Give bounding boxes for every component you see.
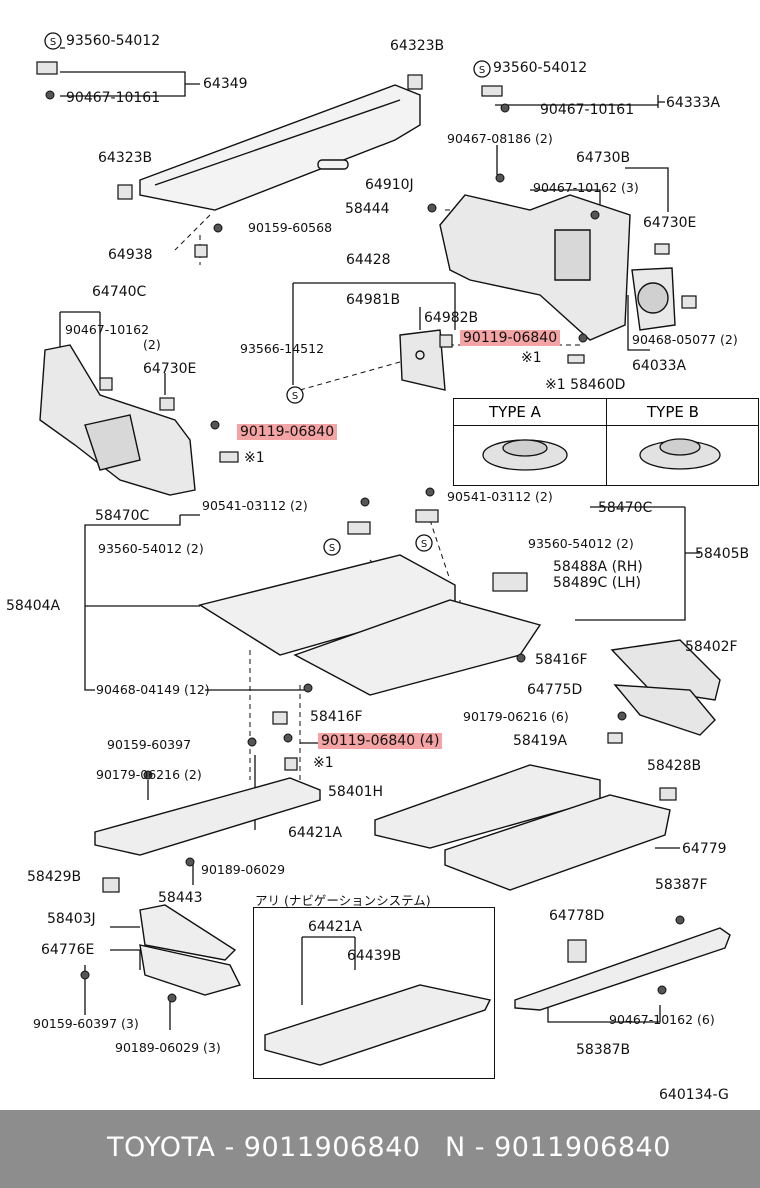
svg-text:S: S [421, 539, 427, 550]
part-58387F: 58387F [655, 877, 708, 893]
part-qty-2-l: (2) [143, 337, 161, 352]
part-64778D: 64778D [549, 908, 605, 924]
part-58419A: 58419A [513, 733, 568, 749]
part-64033A: 64033A [632, 358, 687, 374]
part-64421A-r: 64421A [288, 825, 343, 841]
part-58470C-r: 58470C [598, 500, 653, 516]
nav-system-caption: アリ (ナビゲーションシステム) [255, 893, 431, 908]
mark-x1-l: ※1 [244, 450, 265, 466]
parts-diagram: S S S S S [36, 32, 731, 1066]
part-58429B: 58429B [27, 869, 82, 885]
part-58405B: 58405B [695, 546, 750, 562]
part-90159-60397-3: 90159-60397 (3) [33, 1016, 139, 1031]
part-58443: 58443 [158, 890, 203, 906]
nav-system-box [253, 907, 495, 1079]
part-90467-10162-l: 90467-10162 [65, 322, 150, 337]
part-90119-06840-l: 90119-06840 [237, 424, 338, 440]
part-90468-04149: 90468-04149 (12) [96, 682, 210, 697]
part-58416F-l: 58416F [310, 709, 363, 725]
part-64910J: 64910J [365, 177, 414, 193]
svg-text:S: S [329, 543, 335, 554]
part-58404A: 58404A [6, 598, 61, 614]
part-90159-60397-a: 90159-60397 [107, 737, 192, 752]
part-90467-10162-6: 90467-10162 (6) [609, 1012, 715, 1027]
part-93566-14512: 93566-14512 [240, 341, 325, 356]
part-58402F: 58402F [685, 639, 738, 655]
part-90467-10162-3: 90467-10162 (3) [533, 180, 639, 195]
part-90467-10161-b: 90467-10161 [540, 102, 635, 118]
part-64775D: 64775D [527, 682, 583, 698]
part-64323B-top: 64323B [390, 38, 445, 54]
svg-text:S: S [292, 391, 298, 402]
svg-text:S: S [479, 65, 485, 76]
part-64349: 64349 [203, 76, 248, 92]
diagram-drawing: S S S S S [36, 32, 731, 1066]
part-58489C: 58489C (LH) [553, 575, 642, 591]
part-58444: 58444 [345, 201, 390, 217]
part-93560-54012-2r: 93560-54012 (2) [528, 536, 634, 551]
part-90189-06029-3: 90189-06029 (3) [115, 1040, 221, 1055]
part-93560-54012-2l: 93560-54012 (2) [98, 541, 204, 556]
part-93560-54012-a: 93560-54012 [66, 33, 161, 49]
footer-right-text: N - 9011906840 [445, 1132, 671, 1163]
svg-text:S: S [50, 37, 56, 48]
part-64421A-nav: 64421A [308, 919, 363, 935]
part-64981B: 64981B [346, 292, 401, 308]
part-93560-54012-b: 93560-54012 [493, 60, 588, 76]
part-90541-03112-r: 90541-03112 (2) [447, 489, 553, 504]
part-64428: 64428 [346, 252, 391, 268]
footer-left-text: TOYOTA - 9011906840 [107, 1132, 421, 1163]
part-64333A: 64333A [666, 95, 721, 111]
type-a-label: TYPE A [489, 403, 541, 421]
part-90467-10161-a: 90467-10161 [66, 90, 161, 106]
part-64776E: 64776E [41, 942, 95, 958]
part-90119-06840-4: 90119-06840 (4) [318, 733, 443, 749]
part-58401H: 58401H [328, 784, 384, 800]
type-b-label: TYPE B [647, 403, 699, 421]
part-58460D: ※1 58460D [545, 377, 626, 393]
part-90179-06216-r: 90179-06216 (6) [463, 709, 569, 724]
diagram-code: 640134-G [659, 1087, 729, 1103]
part-58403J: 58403J [47, 911, 96, 927]
part-64323B-left: 64323B [98, 150, 153, 166]
part-90159-60568: 90159-60568 [248, 220, 333, 235]
mark-x1-m: ※1 [313, 755, 334, 771]
part-64439B: 64439B [347, 948, 402, 964]
part-64982B: 64982B [424, 310, 479, 326]
part-90179-06216-l: 90179-06216 (2) [96, 767, 202, 782]
part-90189-06029-a: 90189-06029 [201, 862, 286, 877]
part-90119-06840-r: 90119-06840 [460, 330, 561, 346]
footer-bar: TOYOTA - 9011906840 N - 9011906840 [0, 1110, 760, 1188]
part-90541-03112-l: 90541-03112 (2) [202, 498, 308, 513]
part-58387B: 58387B [576, 1042, 631, 1058]
part-64730E-l: 64730E [143, 361, 197, 377]
part-58428B: 58428B [647, 758, 702, 774]
mark-x1-r: ※1 [521, 350, 542, 366]
part-90467-08186: 90467-08186 (2) [447, 131, 553, 146]
part-58416F-r: 58416F [535, 652, 588, 668]
part-64938: 64938 [108, 247, 153, 263]
part-64779: 64779 [682, 841, 727, 857]
part-58488A: 58488A (RH) [553, 559, 643, 575]
part-64730E-r: 64730E [643, 215, 697, 231]
part-64730B: 64730B [576, 150, 631, 166]
part-90468-05077: 90468-05077 (2) [632, 332, 738, 347]
type-legend-box: TYPE A TYPE B [453, 398, 759, 486]
part-64740C: 64740C [92, 284, 147, 300]
part-58470C-l: 58470C [95, 508, 150, 524]
